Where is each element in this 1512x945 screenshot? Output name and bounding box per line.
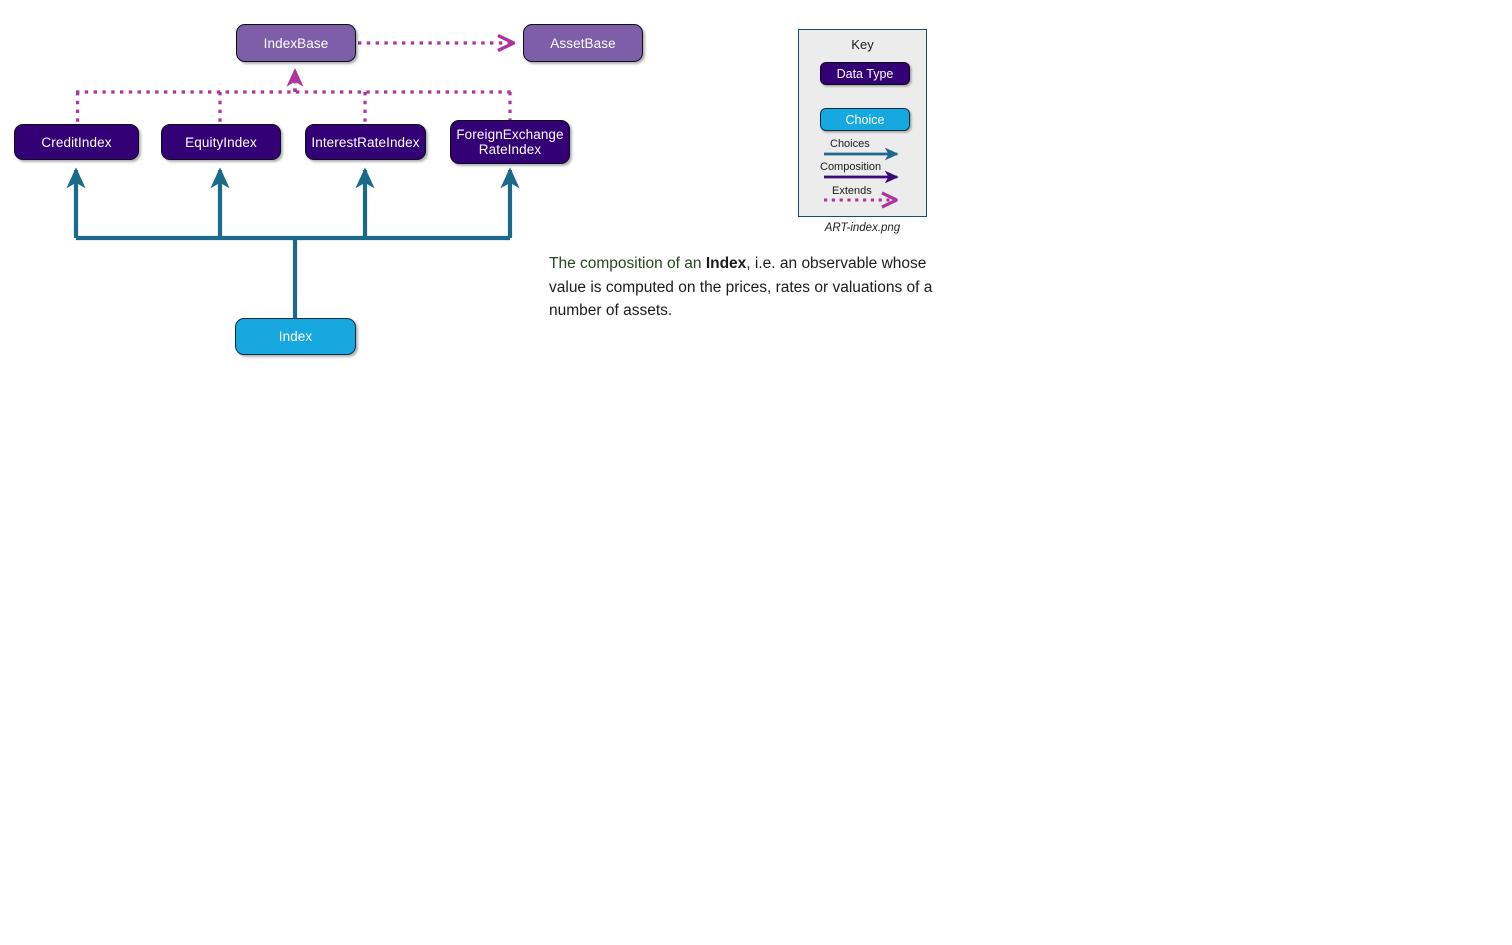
legend-title: Key bbox=[851, 37, 874, 52]
legend-chip-choice-label: Choice bbox=[845, 112, 885, 127]
node-equityindex[interactable]: EquityIndex bbox=[161, 124, 281, 160]
legend-label-composition: Composition bbox=[820, 161, 882, 173]
legend-chip-data-type: Data Type bbox=[820, 62, 910, 85]
description-rest: , i.e. an observable whose value is comp… bbox=[549, 255, 933, 319]
legend-arrows bbox=[824, 147, 899, 218]
node-foreignexchangerateindex[interactable]: ForeignExchange RateIndex bbox=[450, 120, 570, 164]
legend-label-choices: Choices bbox=[830, 138, 870, 150]
edge-extends-bus bbox=[75, 90, 512, 124]
edge-choices-risers bbox=[66, 167, 520, 238]
node-assetbase-label: AssetBase bbox=[550, 35, 616, 51]
node-index[interactable]: Index bbox=[235, 318, 356, 355]
node-indexbase-label: IndexBase bbox=[263, 35, 329, 51]
node-creditindex-label: CreditIndex bbox=[41, 134, 112, 150]
description-text: The composition of an Index, i.e. an obs… bbox=[549, 252, 939, 323]
node-foreignexchangerateindex-label: ForeignExchange RateIndex bbox=[456, 127, 564, 157]
node-equityindex-label: EquityIndex bbox=[185, 134, 257, 150]
description-emphasis: Index bbox=[705, 255, 747, 272]
edge-choices-bus bbox=[76, 235, 510, 318]
legend-caption: ART-index.png bbox=[824, 222, 901, 234]
node-interestrateindex[interactable]: InterestRateIndex bbox=[305, 124, 426, 160]
node-creditindex[interactable]: CreditIndex bbox=[14, 124, 139, 160]
node-indexbase[interactable]: IndexBase bbox=[236, 24, 356, 62]
node-assetbase[interactable]: AssetBase bbox=[523, 24, 643, 62]
legend-chip-choice: Choice bbox=[820, 108, 910, 131]
legend-label-extends: Extends bbox=[832, 185, 872, 197]
legend-panel: Key Data Type Choice Choices Composition… bbox=[798, 29, 927, 217]
description-lead: The composition of an bbox=[549, 255, 706, 272]
legend-chip-data-type-label: Data Type bbox=[836, 66, 894, 81]
node-index-label: Index bbox=[278, 329, 313, 344]
node-interestrateindex-label: InterestRateIndex bbox=[311, 134, 420, 150]
